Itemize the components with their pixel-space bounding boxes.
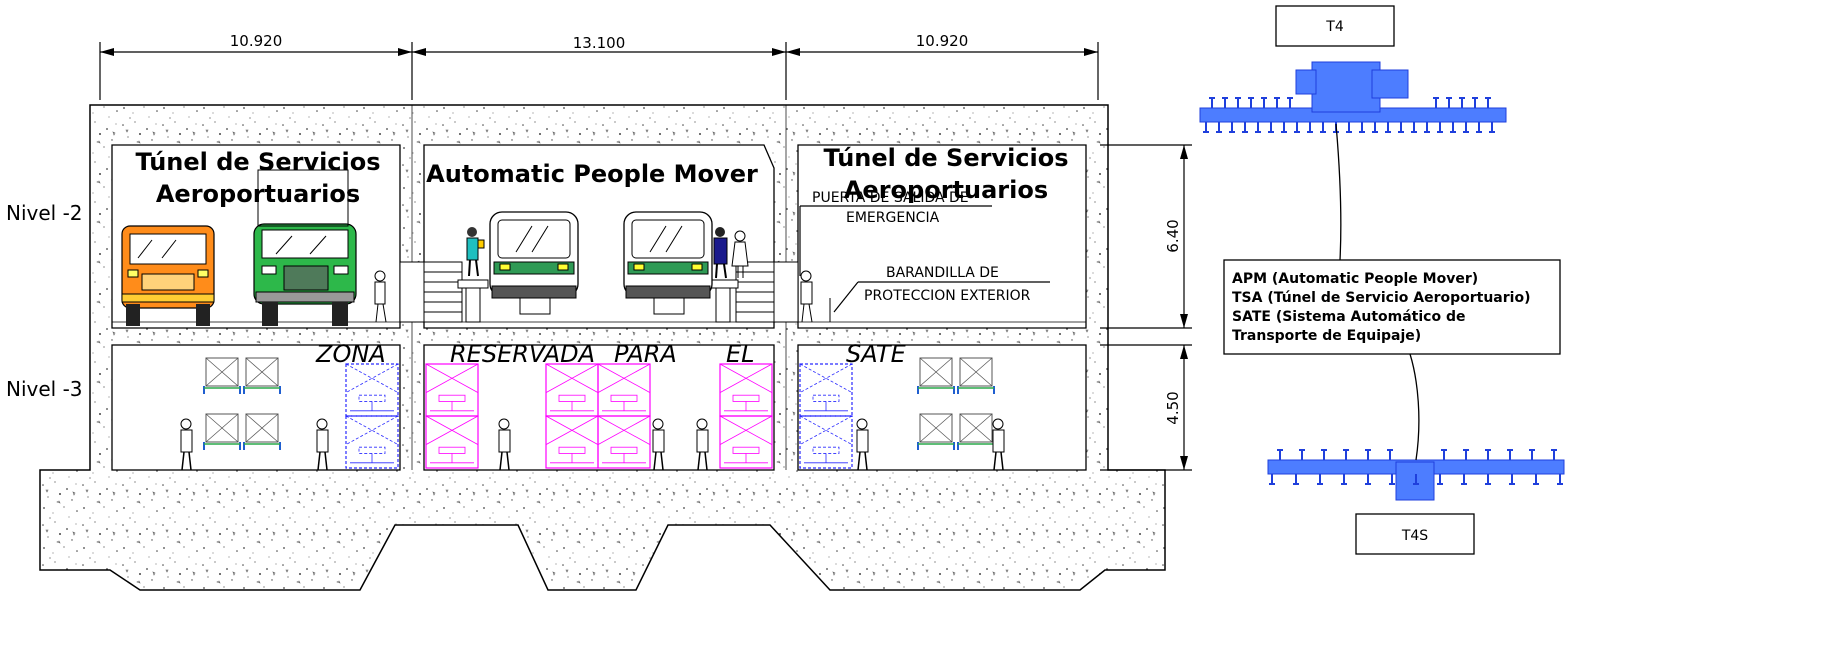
- level-label-lower: Nivel -3: [6, 377, 83, 401]
- terminal-t4s-gates: [1269, 449, 1563, 485]
- apm-train-right: [623, 211, 713, 315]
- luggage-rack: [917, 357, 955, 394]
- zone-word-2: RESERVADA: [450, 340, 595, 368]
- zone-word-1: ZONA: [315, 340, 386, 368]
- legend-line-tsa: TSA (Túnel de Servicio Aeroportuario): [1232, 290, 1530, 306]
- baggage-cart-magenta: [719, 415, 773, 469]
- center-tunnel-title: Automatic People Mover: [426, 160, 758, 188]
- annotation-exit-line2: EMERGENCIA: [846, 210, 940, 226]
- terminal-t4s-label-box: T4S: [1355, 513, 1475, 555]
- zone-word-3: PARA: [614, 340, 677, 368]
- person-figure: [992, 418, 1005, 471]
- legend-line-sate-cont: Transporte de Equipaje): [1232, 328, 1421, 344]
- right-tunnel-title-line2: Aeroportuarios: [844, 176, 1048, 204]
- level-label-upper: Nivel -2: [6, 201, 83, 225]
- luggage-rack: [243, 413, 281, 450]
- annotation-emergency-exit: PUERTA DE SALIDA DE EMERGENCIA: [799, 190, 992, 276]
- zone-word-5: SATE: [846, 340, 907, 368]
- terminal-t4-label: T4: [1325, 19, 1344, 35]
- annotation-exit-line1: PUERTA DE SALIDA DE: [812, 190, 969, 206]
- baggage-cart-magenta: [597, 415, 651, 469]
- person-figure: [696, 418, 709, 471]
- person-figure: [856, 418, 869, 471]
- baggage-cart-blue: [345, 415, 399, 469]
- annotation-railing: BARANDILLA DE PROTECCION EXTERIOR: [833, 265, 1050, 313]
- dimension-height-lower: 4.50: [1164, 391, 1182, 424]
- annotation-rail-line2: PROTECCION EXTERIOR: [864, 288, 1031, 304]
- person-figure: [498, 418, 511, 471]
- baggage-cart-magenta: [597, 363, 651, 417]
- luggage-rack: [917, 413, 955, 450]
- luggage-rack: [203, 357, 241, 394]
- baggage-cart-magenta: [545, 415, 599, 469]
- dimension-center: 13.100: [573, 34, 626, 52]
- person-figure: [180, 418, 193, 471]
- apm-train-left: [489, 211, 579, 315]
- person-near-exit: [800, 270, 831, 323]
- dimension-right: 10.920: [916, 32, 969, 50]
- legend-box: APM (Automatic People Mover) TSA (Túnel …: [1223, 259, 1561, 355]
- person-figure: [374, 270, 387, 323]
- baggage-cart-magenta: [425, 363, 479, 417]
- legend-line-sate: SATE (Sistema Automático de: [1232, 309, 1465, 325]
- luggage-rack: [957, 413, 995, 450]
- legend-line-apm: APM (Automatic People Mover): [1232, 271, 1478, 287]
- terminal-t4-label-box: T4: [1275, 5, 1395, 47]
- right-tunnel-title-line1: Túnel de Servicios: [823, 144, 1068, 172]
- person-figure: [652, 418, 665, 471]
- luggage-rack: [957, 357, 995, 394]
- lower-people: [180, 418, 1005, 471]
- luggage-rack: [243, 357, 281, 394]
- green-service-truck: [253, 169, 357, 326]
- baggage-cart-magenta: [425, 415, 479, 469]
- annotation-rail-line1: BARANDILLA DE: [886, 265, 999, 281]
- terminal-t4s-label: T4S: [1401, 528, 1428, 544]
- dimension-left: 10.920: [230, 32, 283, 50]
- zone-word-4: EL: [726, 340, 755, 368]
- terminal-t4-gates: [1203, 97, 1495, 133]
- dimension-height-upper: 6.40: [1164, 219, 1182, 252]
- baggage-carts: [203, 357, 995, 469]
- passenger-figures: [466, 227, 749, 279]
- luggage-rack: [203, 413, 241, 450]
- person-figure: [316, 418, 329, 471]
- orange-service-truck: [121, 225, 215, 326]
- vertical-dimensions: 6.40 4.50: [1100, 144, 1192, 471]
- terminal-t4-plan: [1199, 61, 1507, 123]
- baggage-cart-blue: [799, 415, 853, 469]
- apm-platforms: [399, 261, 799, 323]
- dimension-chain: 10.920 13.100 10.920: [99, 32, 1099, 100]
